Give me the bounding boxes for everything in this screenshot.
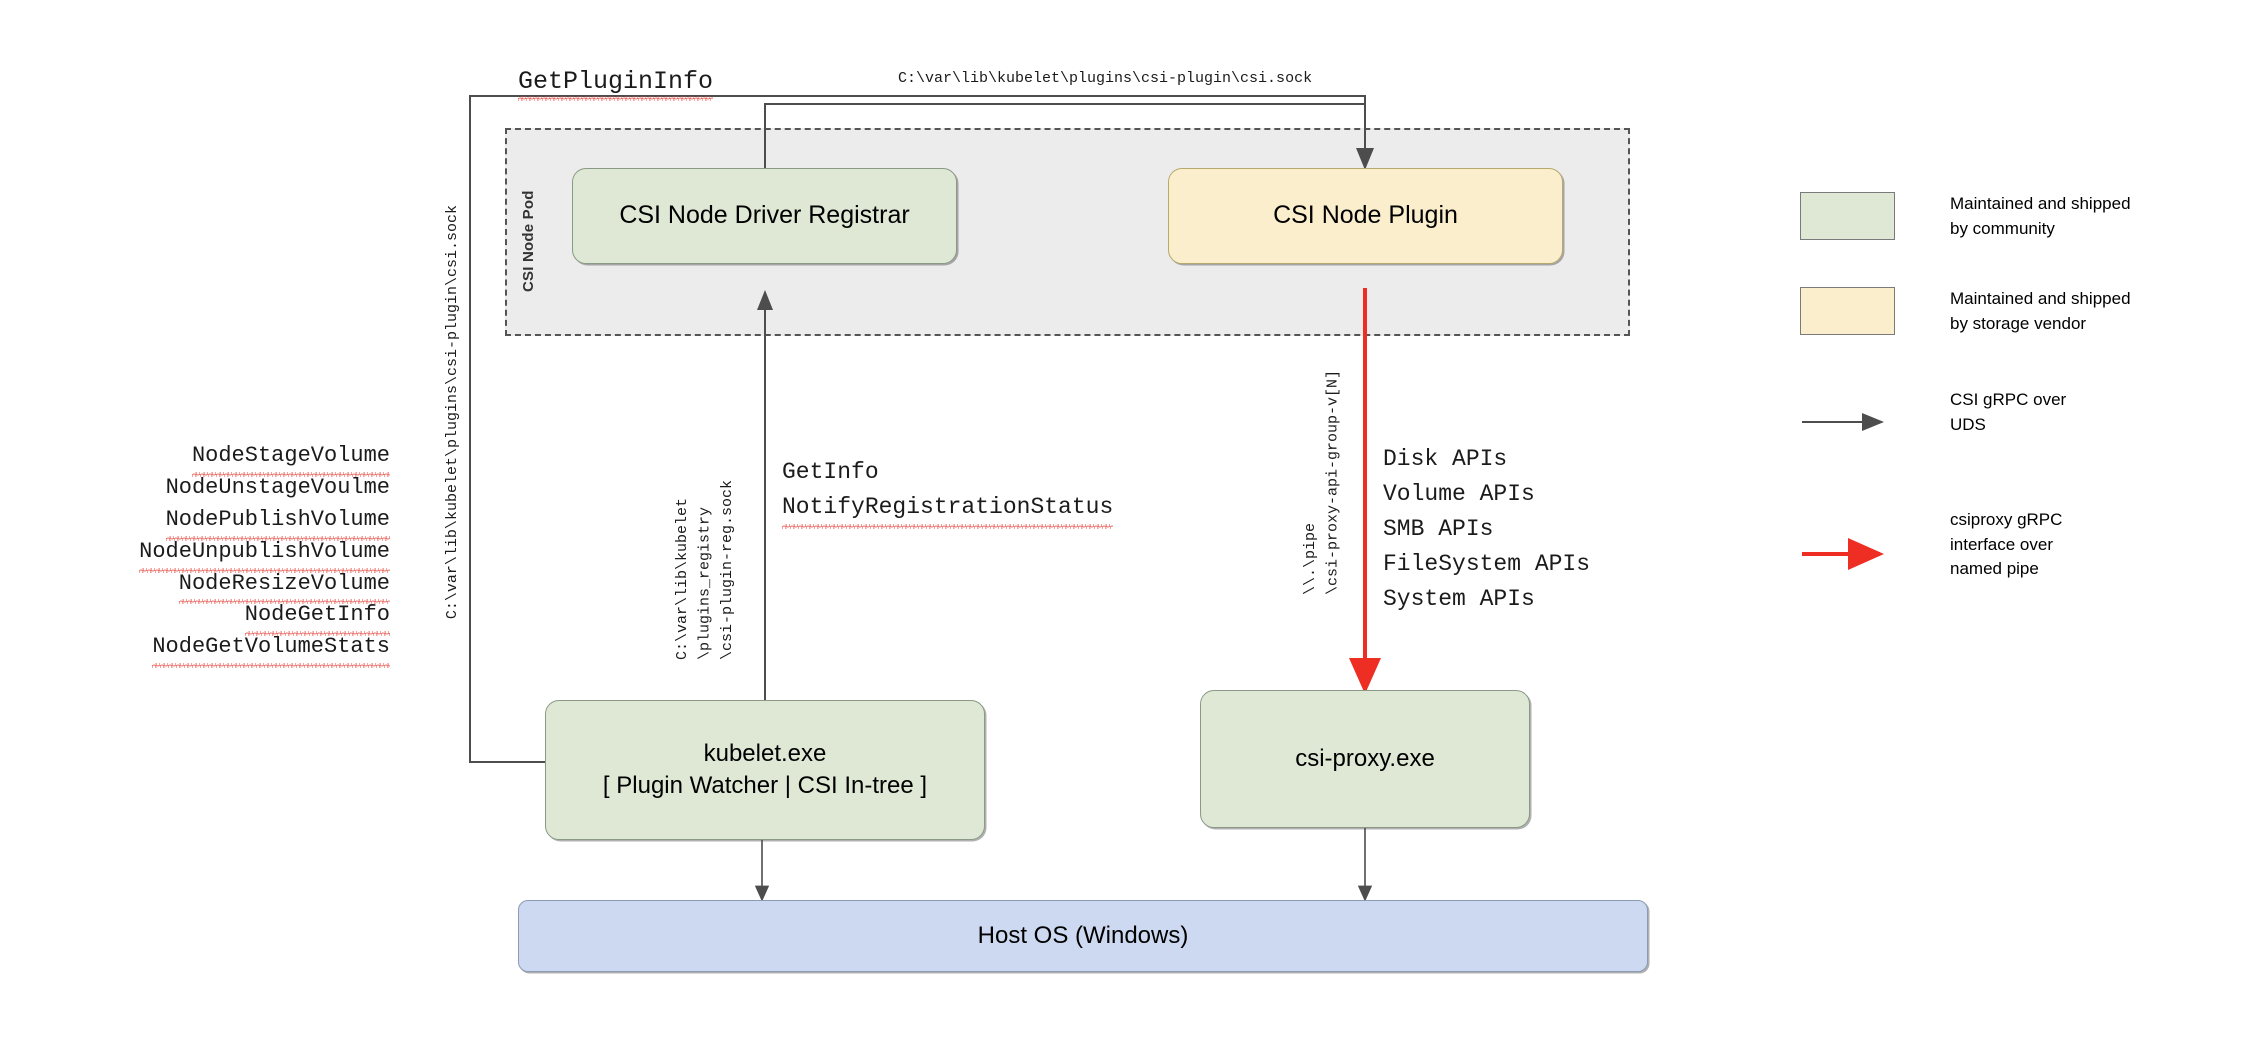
- list-item: FileSystem APIs: [1383, 547, 1590, 582]
- list-item: Volume APIs: [1383, 477, 1590, 512]
- getplugininfo-text: GetPluginInfo: [518, 67, 714, 101]
- list-item: Disk APIs: [1383, 442, 1590, 477]
- arrow-getplugininfo: [469, 95, 1374, 763]
- proxy-api-2: SMB APIs: [1383, 515, 1494, 542]
- legend-item-storage-vendor: Maintained and shipped by storage vendor: [1800, 287, 2131, 336]
- legend-item-csi-grpc-uds: CSI gRPC over UDS: [1800, 390, 2066, 446]
- registry-path-line-3: \csi-plugin-reg.sock: [719, 480, 736, 661]
- registration-call-list: GetInfo NotifyRegistrationStatus: [782, 455, 1114, 529]
- proxy-api-0: Disk APIs: [1383, 446, 1508, 472]
- list-item: NotifyRegistrationStatus: [782, 490, 1114, 529]
- list-item: NodeResizeVolume: [40, 568, 391, 605]
- list-item: NodeStageVolume: [40, 440, 391, 477]
- node-host-os-label: Host OS (Windows): [977, 921, 1189, 949]
- list-item: GetInfo: [782, 455, 1113, 490]
- registration-call-0: GetInfo: [782, 459, 879, 485]
- legend-item-csiproxy-named-pipe: csiproxy gRPC interface over named pipe: [1800, 510, 2062, 582]
- node-plugin-label: CSI Node Plugin: [1273, 201, 1458, 230]
- registration-call-1: NotifyRegistrationStatus: [782, 490, 1114, 529]
- proxy-api-4: System APIs: [1383, 585, 1535, 612]
- legend-arrow-red-icon: [1800, 530, 1895, 578]
- list-item: NodeUnstageVoulme: [40, 472, 390, 504]
- node-csi-proxy-label: csi-proxy.exe: [1295, 744, 1435, 772]
- csi-proxy-api-list: Disk APIs Volume APIs SMB APIs FileSyste…: [1383, 442, 1590, 617]
- legend-swatch-cream: [1800, 287, 1895, 335]
- proxy-api-3: FileSystem APIs: [1383, 550, 1591, 577]
- label-plugins-registry-vertical: C:\var\lib\kubelet \plugins_registry \cs…: [672, 480, 740, 660]
- legend: Maintained and shipped by community Main…: [1800, 180, 2220, 700]
- node-kubelet-exe[interactable]: kubelet.exe [ Plugin Watcher | CSI In-tr…: [545, 700, 985, 840]
- legend-label-storage-vendor: Maintained and shipped by storage vendor: [1950, 289, 2131, 333]
- call-1: NodeUnstageVoulme: [165, 474, 390, 500]
- node-csi-node-driver-registrar[interactable]: CSI Node Driver Registrar: [572, 168, 957, 264]
- node-kubelet-label: kubelet.exe [ Plugin Watcher | CSI In-tr…: [603, 738, 927, 803]
- list-item: NodePublishVolume: [40, 504, 391, 541]
- call-2: NodePublishVolume: [165, 504, 391, 541]
- proxy-api-1: Volume APIs: [1383, 480, 1535, 507]
- call-3: NodeUnpublishVolume: [139, 536, 390, 573]
- legend-arrow-gray-icon: [1800, 398, 1895, 446]
- call-0: NodeStageVolume: [191, 440, 391, 477]
- kubelet-subtitle: [ Plugin Watcher | CSI In-tree ]: [602, 772, 928, 799]
- csi-node-service-call-list: NodeStageVolume NodeUnstageVoulme NodePu…: [40, 440, 391, 669]
- list-item: SMB APIs: [1383, 512, 1590, 547]
- legend-swatch-green: [1800, 192, 1895, 240]
- legend-label-csiproxy-named-pipe: csiproxy gRPC interface over named pipe: [1950, 510, 2063, 579]
- registry-path-line-2: \plugins_registry: [696, 507, 714, 661]
- label-named-pipe-vertical: \\.\pipe \csi-proxy-api-group-v[N]: [1300, 370, 1345, 595]
- call-4: NodeResizeVolume: [178, 568, 391, 605]
- call-6: NodeGetVolumeStats: [152, 631, 390, 669]
- list-item: System APIs: [1383, 582, 1590, 617]
- label-csi-sock-path-top: C:\var\lib\kubelet\plugins\csi-plugin\cs…: [898, 70, 1313, 87]
- node-registrar-label: CSI Node Driver Registrar: [619, 201, 910, 230]
- legend-label-csi-grpc-uds: CSI gRPC over UDS: [1950, 390, 2067, 434]
- node-csi-node-plugin[interactable]: CSI Node Plugin: [1168, 168, 1563, 264]
- named-pipe-line-1: \\.\pipe: [1302, 523, 1319, 596]
- registry-path-line-1: C:\var\lib\kubelet: [674, 498, 691, 661]
- arrow-registrar-to-top: [764, 103, 1365, 168]
- label-getplugininfo: GetPluginInfo: [518, 67, 714, 101]
- call-5: NodeGetInfo: [244, 599, 391, 637]
- label-kubelet-csi-sock-vertical: C:\var\lib\kubelet\plugins\csi-plugin\cs…: [444, 205, 461, 620]
- named-pipe-line-2: \csi-proxy-api-group-v[N]: [1324, 370, 1342, 596]
- list-item: NodeGetInfo: [40, 599, 391, 637]
- list-item: NodeUnpublishVolume: [40, 536, 390, 573]
- legend-label-community: Maintained and shipped by community: [1950, 194, 2131, 238]
- list-item: NodeGetVolumeStats: [40, 631, 390, 669]
- node-csi-proxy-exe[interactable]: csi-proxy.exe: [1200, 690, 1530, 828]
- node-host-os[interactable]: Host OS (Windows): [518, 900, 1648, 972]
- legend-item-community: Maintained and shipped by community: [1800, 192, 2131, 241]
- kubelet-title: kubelet.exe: [703, 739, 827, 767]
